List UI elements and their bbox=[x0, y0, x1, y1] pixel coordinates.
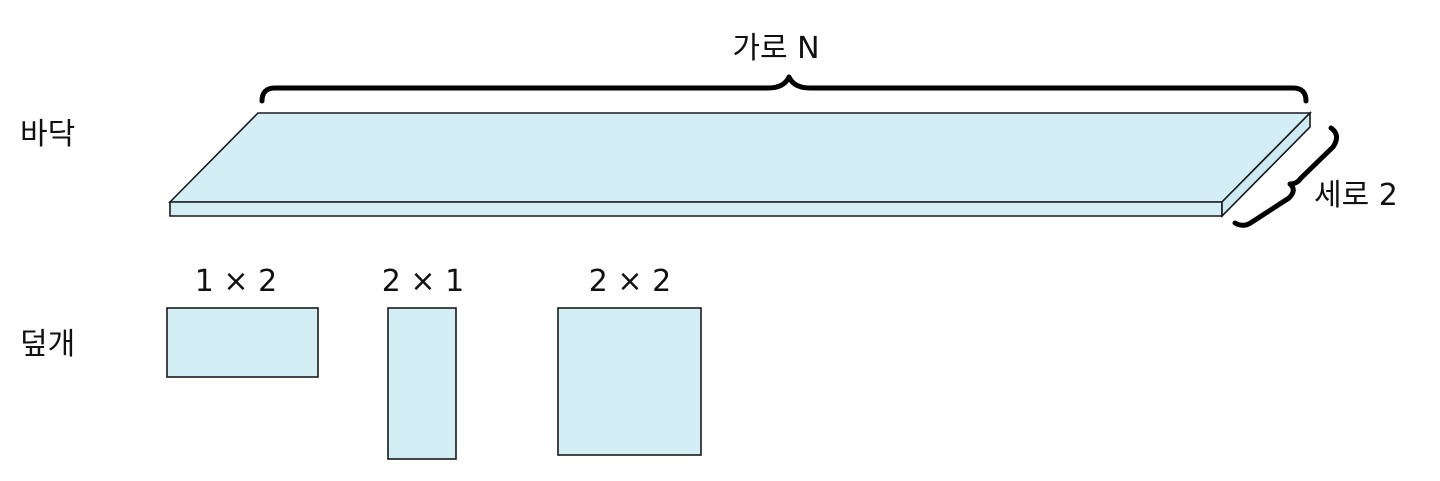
tile-1x2-shape bbox=[166, 307, 319, 378]
floor-top-face bbox=[168, 112, 1312, 203]
floor-side-face bbox=[1221, 111, 1311, 218]
width-label: 가로 N bbox=[732, 31, 819, 66]
tile-2x2-label: 2 × 2 bbox=[589, 264, 671, 299]
width-brace bbox=[259, 74, 1309, 104]
floor-board bbox=[168, 111, 1312, 218]
floor-front-face bbox=[169, 201, 1223, 217]
height-label: 세로 2 bbox=[1314, 178, 1398, 213]
floor-label: 바닥 bbox=[20, 117, 75, 152]
tile-2x2-shape bbox=[557, 307, 702, 456]
tile-2x1-label: 2 × 1 bbox=[382, 264, 464, 299]
tile-1x2-label: 1 × 2 bbox=[195, 264, 277, 299]
tiles-label: 덮개 bbox=[20, 327, 75, 362]
tile-2x1-shape bbox=[387, 307, 457, 460]
tile-1x2: 1 × 2 bbox=[166, 264, 319, 378]
tile-2x2: 2 × 2 bbox=[557, 264, 702, 456]
tile-2x1: 2 × 1 bbox=[382, 264, 464, 460]
height-brace bbox=[1232, 125, 1339, 228]
